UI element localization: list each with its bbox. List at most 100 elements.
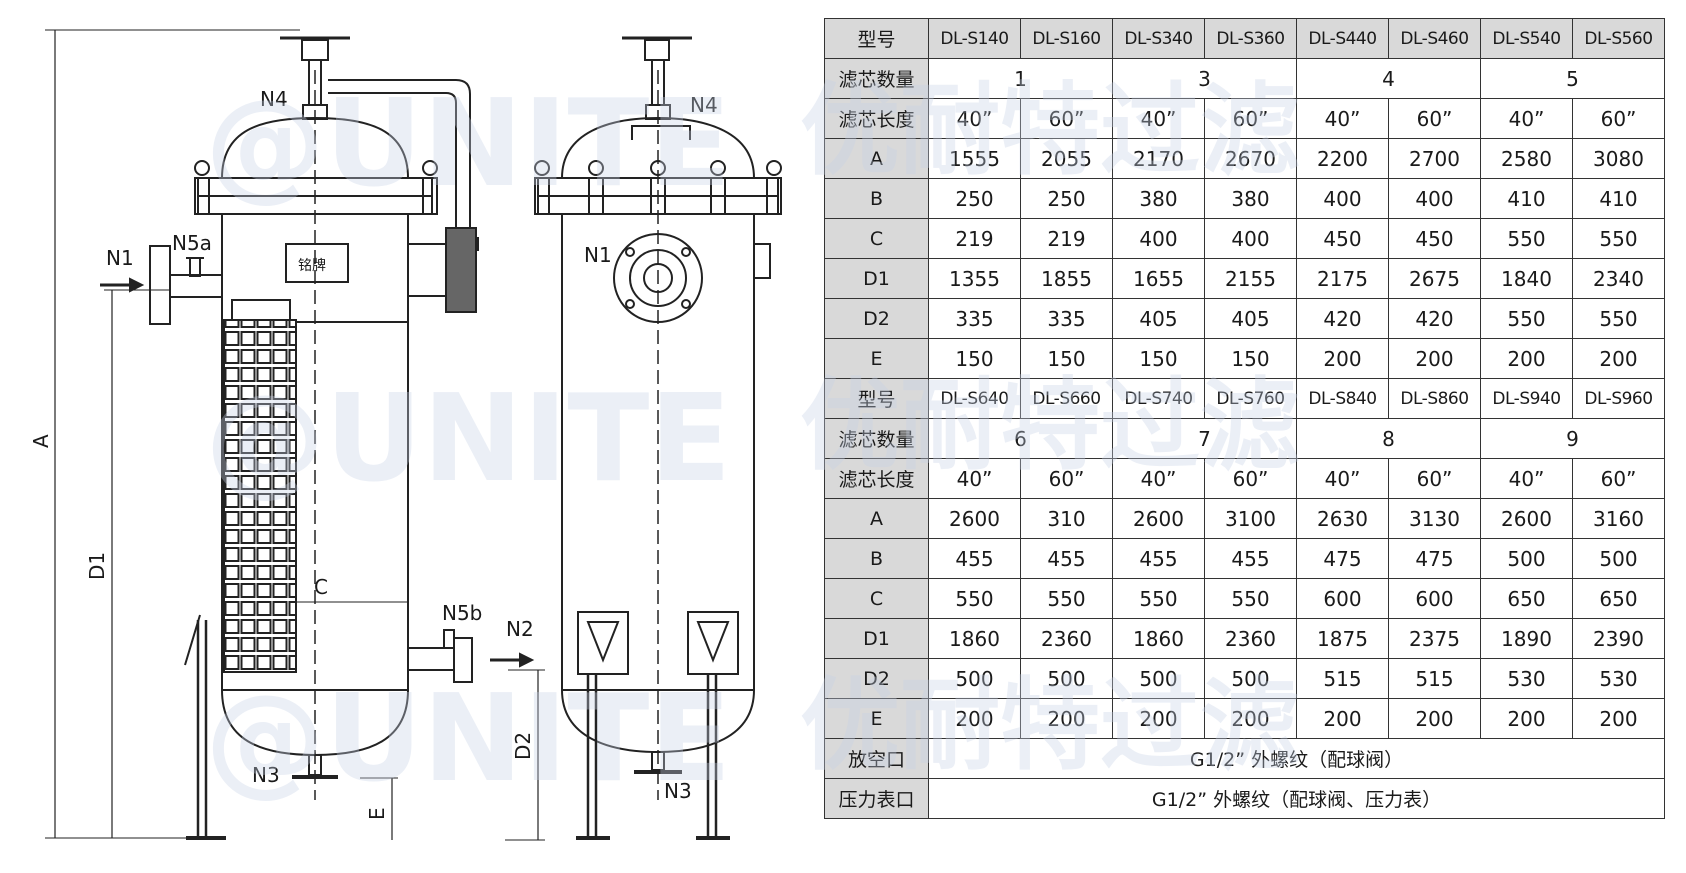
- dim-cell: 1355: [928, 258, 1021, 299]
- length-cell: 40”: [1296, 98, 1389, 139]
- dim-cell: 405: [1204, 298, 1297, 339]
- dim-cell: 420: [1296, 298, 1389, 339]
- dim-cell: 200: [1572, 338, 1665, 379]
- dim-cell: 200: [1388, 338, 1481, 379]
- row-label-vent: 放空口: [824, 738, 929, 779]
- dim-label: D2: [824, 298, 929, 339]
- dim-cell: 250: [1020, 178, 1113, 219]
- dim-cell: 1840: [1480, 258, 1573, 299]
- dim-cell: 2155: [1204, 258, 1297, 299]
- dim-row-a: A 2600 310 2600 3100 2630 3130 2600 3160: [824, 498, 1665, 539]
- dim-cell: 475: [1296, 538, 1389, 579]
- dim-cell: 420: [1388, 298, 1481, 339]
- dim-cell: 2170: [1112, 138, 1205, 179]
- dim-cell: 450: [1296, 218, 1389, 259]
- dim-cell: 400: [1204, 218, 1297, 259]
- dim-cell: 2675: [1388, 258, 1481, 299]
- model-cell: DL-S660: [1020, 378, 1113, 419]
- label-n5b: N5b: [442, 601, 482, 625]
- label-n2: N2: [506, 617, 534, 641]
- dim-cell: 2375: [1388, 618, 1481, 659]
- dim-label: C: [824, 578, 929, 619]
- dim-cell: 530: [1480, 658, 1573, 699]
- model-cell: DL-S740: [1112, 378, 1205, 419]
- dim-label: E: [824, 338, 929, 379]
- label-e: E: [365, 807, 389, 820]
- length-cell: 40”: [1480, 98, 1573, 139]
- dim-label: D1: [824, 258, 929, 299]
- row-label-length: 滤芯长度: [824, 98, 929, 139]
- length-cell: 60”: [1020, 458, 1113, 499]
- dim-cell: 550: [1480, 218, 1573, 259]
- dim-cell: 455: [1204, 538, 1297, 579]
- label-n1-front: N1: [106, 246, 134, 270]
- model-cell: DL-S560: [1572, 18, 1665, 59]
- dim-cell: 200: [1204, 698, 1297, 739]
- dim-cell: 2600: [1480, 498, 1573, 539]
- dim-label: D2: [824, 658, 929, 699]
- dim-cell: 2175: [1296, 258, 1389, 299]
- dim-cell: 200: [1388, 698, 1481, 739]
- length-cell: 60”: [1388, 458, 1481, 499]
- dim-cell: 310: [1020, 498, 1113, 539]
- dim-cell: 600: [1388, 578, 1481, 619]
- label-d1: D1: [85, 552, 109, 580]
- dim-cell: 2360: [1204, 618, 1297, 659]
- dim-cell: 455: [928, 538, 1021, 579]
- dim-cell: 2580: [1480, 138, 1573, 179]
- label-c: C: [314, 575, 328, 599]
- dim-row-a: A 1555 2055 2170 2670 2200 2700 2580 308…: [824, 138, 1665, 179]
- model-cell: DL-S860: [1388, 378, 1481, 419]
- dim-cell: 550: [1572, 298, 1665, 339]
- length-cell: 40”: [1296, 458, 1389, 499]
- dim-cell: 550: [1020, 578, 1113, 619]
- dim-label: B: [824, 178, 929, 219]
- model-cell: DL-S360: [1204, 18, 1297, 59]
- dim-cell: 1855: [1020, 258, 1113, 299]
- dim-label: A: [824, 498, 929, 539]
- dim-cell: 2390: [1572, 618, 1665, 659]
- gauge-value: G1/2” 外螺纹（配球阀、压力表）: [928, 778, 1665, 819]
- model-cell: DL-S140: [928, 18, 1021, 59]
- dim-label: B: [824, 538, 929, 579]
- dim-cell: 380: [1204, 178, 1297, 219]
- length-cell: 60”: [1204, 98, 1297, 139]
- length-row: 滤芯长度 40” 60” 40” 60” 40” 60” 40” 60”: [824, 458, 1665, 499]
- dim-cell: 150: [928, 338, 1021, 379]
- dim-cell: 400: [1388, 178, 1481, 219]
- dim-cell: 3100: [1204, 498, 1297, 539]
- dim-cell: 515: [1296, 658, 1389, 699]
- dim-cell: 2700: [1388, 138, 1481, 179]
- length-cell: 40”: [1112, 458, 1205, 499]
- dim-cell: 1890: [1480, 618, 1573, 659]
- dim-cell: 1555: [928, 138, 1021, 179]
- length-cell: 60”: [1572, 458, 1665, 499]
- model-cell: DL-S640: [928, 378, 1021, 419]
- dim-cell: 500: [1112, 658, 1205, 699]
- label-d2: D2: [511, 732, 535, 760]
- dim-row-d1: D1 1860 2360 1860 2360 1875 2375 1890 23…: [824, 618, 1665, 659]
- dim-cell: 650: [1572, 578, 1665, 619]
- dim-label: C: [824, 218, 929, 259]
- dim-cell: 550: [1572, 218, 1665, 259]
- dim-cell: 150: [1204, 338, 1297, 379]
- dim-cell: 500: [928, 658, 1021, 699]
- length-row: 滤芯长度 40” 60” 40” 60” 40” 60” 40” 60”: [824, 98, 1665, 139]
- model-cell: DL-S960: [1572, 378, 1665, 419]
- dim-cell: 200: [1480, 338, 1573, 379]
- model-cell: DL-S160: [1020, 18, 1113, 59]
- dim-row-d2: D2 335 335 405 405 420 420 550 550: [824, 298, 1665, 339]
- count-cell: 7: [1112, 418, 1297, 459]
- row-label-count: 滤芯数量: [824, 418, 929, 459]
- count-row: 滤芯数量 1 3 4 5: [824, 58, 1665, 99]
- dim-cell: 500: [1204, 658, 1297, 699]
- dim-cell: 400: [1296, 178, 1389, 219]
- spec-table: 型号 DL-S140 DL-S160 DL-S340 DL-S360 DL-S4…: [824, 18, 1665, 819]
- dim-label: A: [824, 138, 929, 179]
- length-cell: 60”: [1388, 98, 1481, 139]
- count-cell: 4: [1296, 58, 1481, 99]
- dim-cell: 219: [928, 218, 1021, 259]
- label-n5a: N5a: [172, 231, 212, 255]
- dim-cell: 400: [1112, 218, 1205, 259]
